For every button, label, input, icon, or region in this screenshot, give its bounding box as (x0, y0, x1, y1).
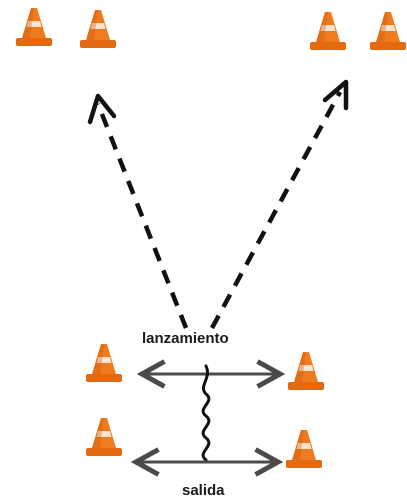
cone-icon (80, 10, 116, 48)
dashed-path-right (210, 79, 349, 330)
launch-label: lanzamiento (140, 330, 231, 348)
cone-icon (286, 430, 322, 468)
cone-icon (288, 352, 324, 390)
start-label: salida (180, 482, 227, 500)
cone-icon (86, 418, 122, 456)
cone-icon (310, 12, 346, 50)
cone-icon (370, 12, 406, 50)
cone-icon (16, 8, 52, 46)
cone-icon (86, 344, 122, 382)
dashed-path-left (87, 93, 189, 329)
wavy-run-line (201, 364, 211, 462)
